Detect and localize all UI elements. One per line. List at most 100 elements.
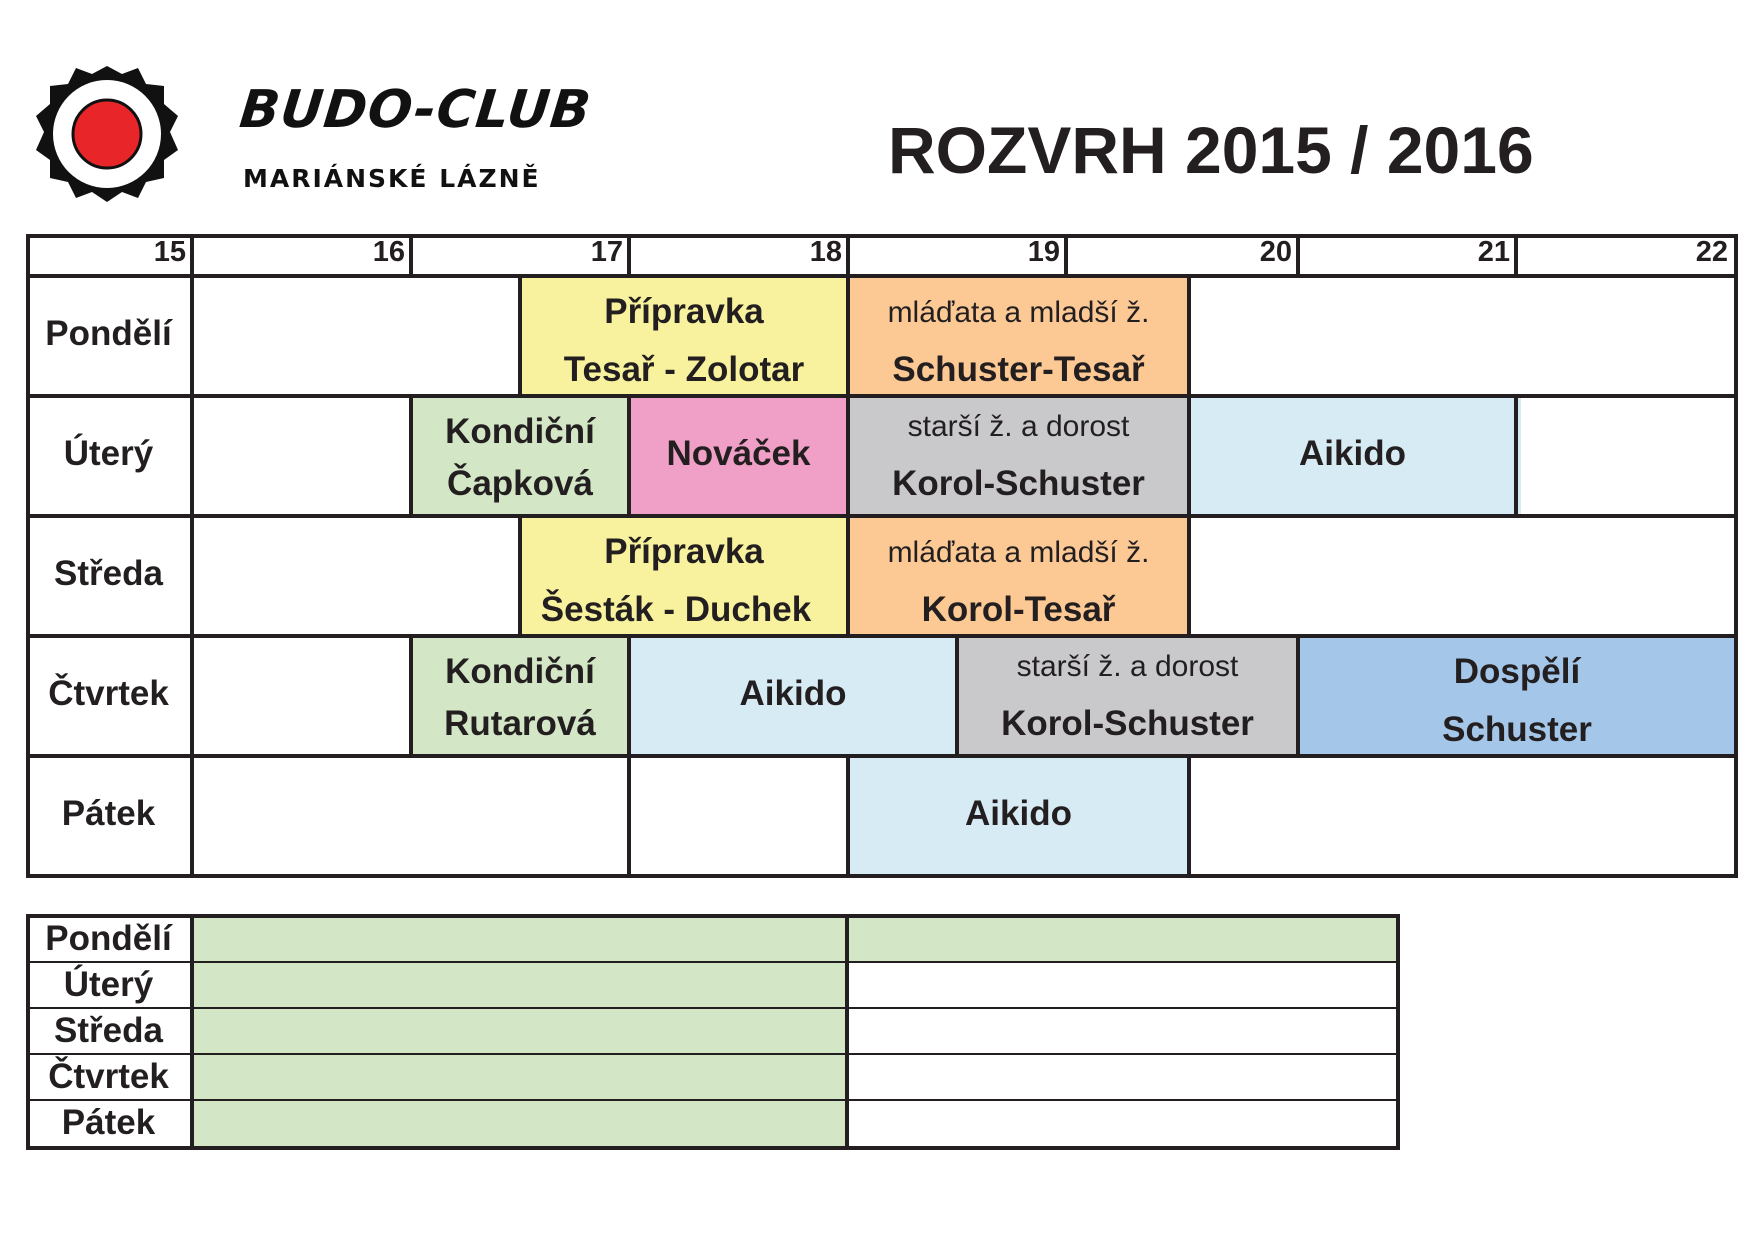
class-name: mláďata a mladší ž. (887, 536, 1150, 569)
class-block-tuesday-starsi (850, 398, 1191, 515)
table2-day-thursday: Čtvrtek (48, 1057, 169, 1096)
row-separator (26, 754, 1738, 758)
block-divider (627, 754, 631, 876)
block-divider (409, 394, 413, 516)
class-name: starší ž. a dorost (907, 410, 1130, 443)
block-divider (518, 514, 522, 636)
table2-col-divider (845, 914, 849, 1150)
class-name: starší ž. a dorost (1016, 650, 1239, 683)
hour-tick (1296, 234, 1300, 276)
table-border-bottom (26, 874, 1738, 878)
class-name: Přípravka (604, 532, 764, 571)
club-logo (36, 66, 178, 202)
block-divider (1187, 754, 1191, 876)
class-trainers: Tesař - Zolotar (563, 350, 805, 389)
class-block-thursday-dospeli (1300, 638, 1736, 755)
class-block-tuesday-kondicni (413, 398, 631, 515)
table-border-right (1734, 234, 1738, 878)
table-border-left (26, 234, 30, 878)
class-trainers: Schuster-Tesař (892, 350, 1145, 389)
club-city: MARIÁNSKÉ LÁZNĚ (243, 164, 541, 193)
class-name: Aikido (1299, 434, 1406, 473)
table2-row-line (26, 1099, 1400, 1101)
class-block-monday-pripravka (522, 278, 850, 395)
class-block-monday-mladata (850, 278, 1191, 395)
class-block-tuesday-novacek (631, 398, 850, 515)
block-divider (409, 634, 413, 756)
block-divider (627, 394, 631, 516)
day-label-tuesday: Úterý (63, 434, 154, 473)
block-divider (846, 274, 850, 396)
block-divider (627, 634, 631, 756)
class-trainers: Rutarová (444, 704, 596, 743)
header-row-line (26, 274, 1738, 278)
block-divider (1296, 634, 1300, 756)
block-divider (1187, 394, 1191, 516)
hour-label: 21 (1477, 236, 1510, 268)
block-divider (1187, 274, 1191, 396)
hour-label: 19 (1027, 236, 1060, 268)
class-block-friday-aikido (850, 758, 1191, 875)
row-separator (26, 394, 1738, 398)
class-trainers: Schuster (1442, 710, 1592, 749)
table-border-top (26, 234, 1738, 238)
class-block-wednesday-mladata (850, 518, 1191, 635)
table2-row-line (26, 1007, 1400, 1009)
class-block-thursday-aikido (631, 638, 959, 755)
block-divider (1514, 394, 1518, 516)
hour-label: 20 (1259, 236, 1292, 268)
table2-day-monday: Pondělí (45, 919, 172, 958)
day-column-divider (190, 234, 194, 878)
club-name: BUDO-CLUB (236, 80, 595, 140)
hour-label: 16 (372, 236, 405, 268)
hour-label: 22 (1695, 236, 1728, 268)
class-trainers: Čapková (447, 464, 593, 503)
green-fill-column (193, 918, 845, 1146)
class-name: Aikido (965, 794, 1072, 833)
class-block-thursday-starsi (959, 638, 1300, 755)
table2-border-left (26, 914, 30, 1150)
class-name: Nováček (666, 434, 811, 473)
hour-tick (627, 234, 631, 276)
table2-border-bottom (26, 1146, 1400, 1150)
table2-border-top (26, 914, 1400, 918)
class-name: Kondiční (445, 412, 595, 451)
class-trainers: Korol-Tesař (921, 590, 1116, 629)
hour-label: 17 (590, 236, 623, 268)
table2-border-right (1396, 914, 1400, 1150)
hour-tick (1064, 234, 1068, 276)
class-trainers: Korol-Schuster (892, 464, 1145, 503)
row-separator (26, 514, 1738, 518)
table2-day-tuesday: Úterý (63, 965, 154, 1004)
hour-tick (409, 234, 413, 276)
day-label-monday: Pondělí (45, 314, 172, 353)
class-block-tuesday-aikido (1191, 398, 1521, 515)
block-divider (1187, 514, 1191, 636)
block-divider (846, 754, 850, 876)
table2-day-wednesday: Středa (54, 1011, 163, 1050)
hour-label: 18 (809, 236, 842, 268)
class-name: Dospělí (1453, 652, 1581, 691)
class-name: mláďata a mladší ž. (887, 296, 1150, 329)
table2-row-line (26, 961, 1400, 963)
class-trainers: Šesták - Duchek (540, 590, 812, 629)
hour-tick (1514, 234, 1518, 276)
row-separator (26, 634, 1738, 638)
class-trainers: Korol-Schuster (1001, 704, 1254, 743)
block-divider (846, 394, 850, 516)
day-label-wednesday: Středa (54, 554, 163, 593)
class-name: Kondiční (445, 652, 595, 691)
table2-col-divider (190, 914, 194, 1150)
green-fill-monday-right (849, 918, 1396, 962)
day-label-friday: Pátek (61, 794, 156, 833)
hour-label: 15 (153, 236, 186, 268)
block-divider (955, 634, 959, 756)
class-name: Aikido (739, 674, 847, 713)
page-title: ROZVRH 2015 / 2016 (888, 113, 1534, 187)
day-label-thursday: Čtvrtek (48, 674, 169, 713)
hour-tick (846, 234, 850, 276)
table2-row-line (26, 1053, 1400, 1055)
class-block-wednesday-pripravka (522, 518, 850, 635)
block-divider (518, 274, 522, 396)
block-divider (846, 514, 850, 636)
